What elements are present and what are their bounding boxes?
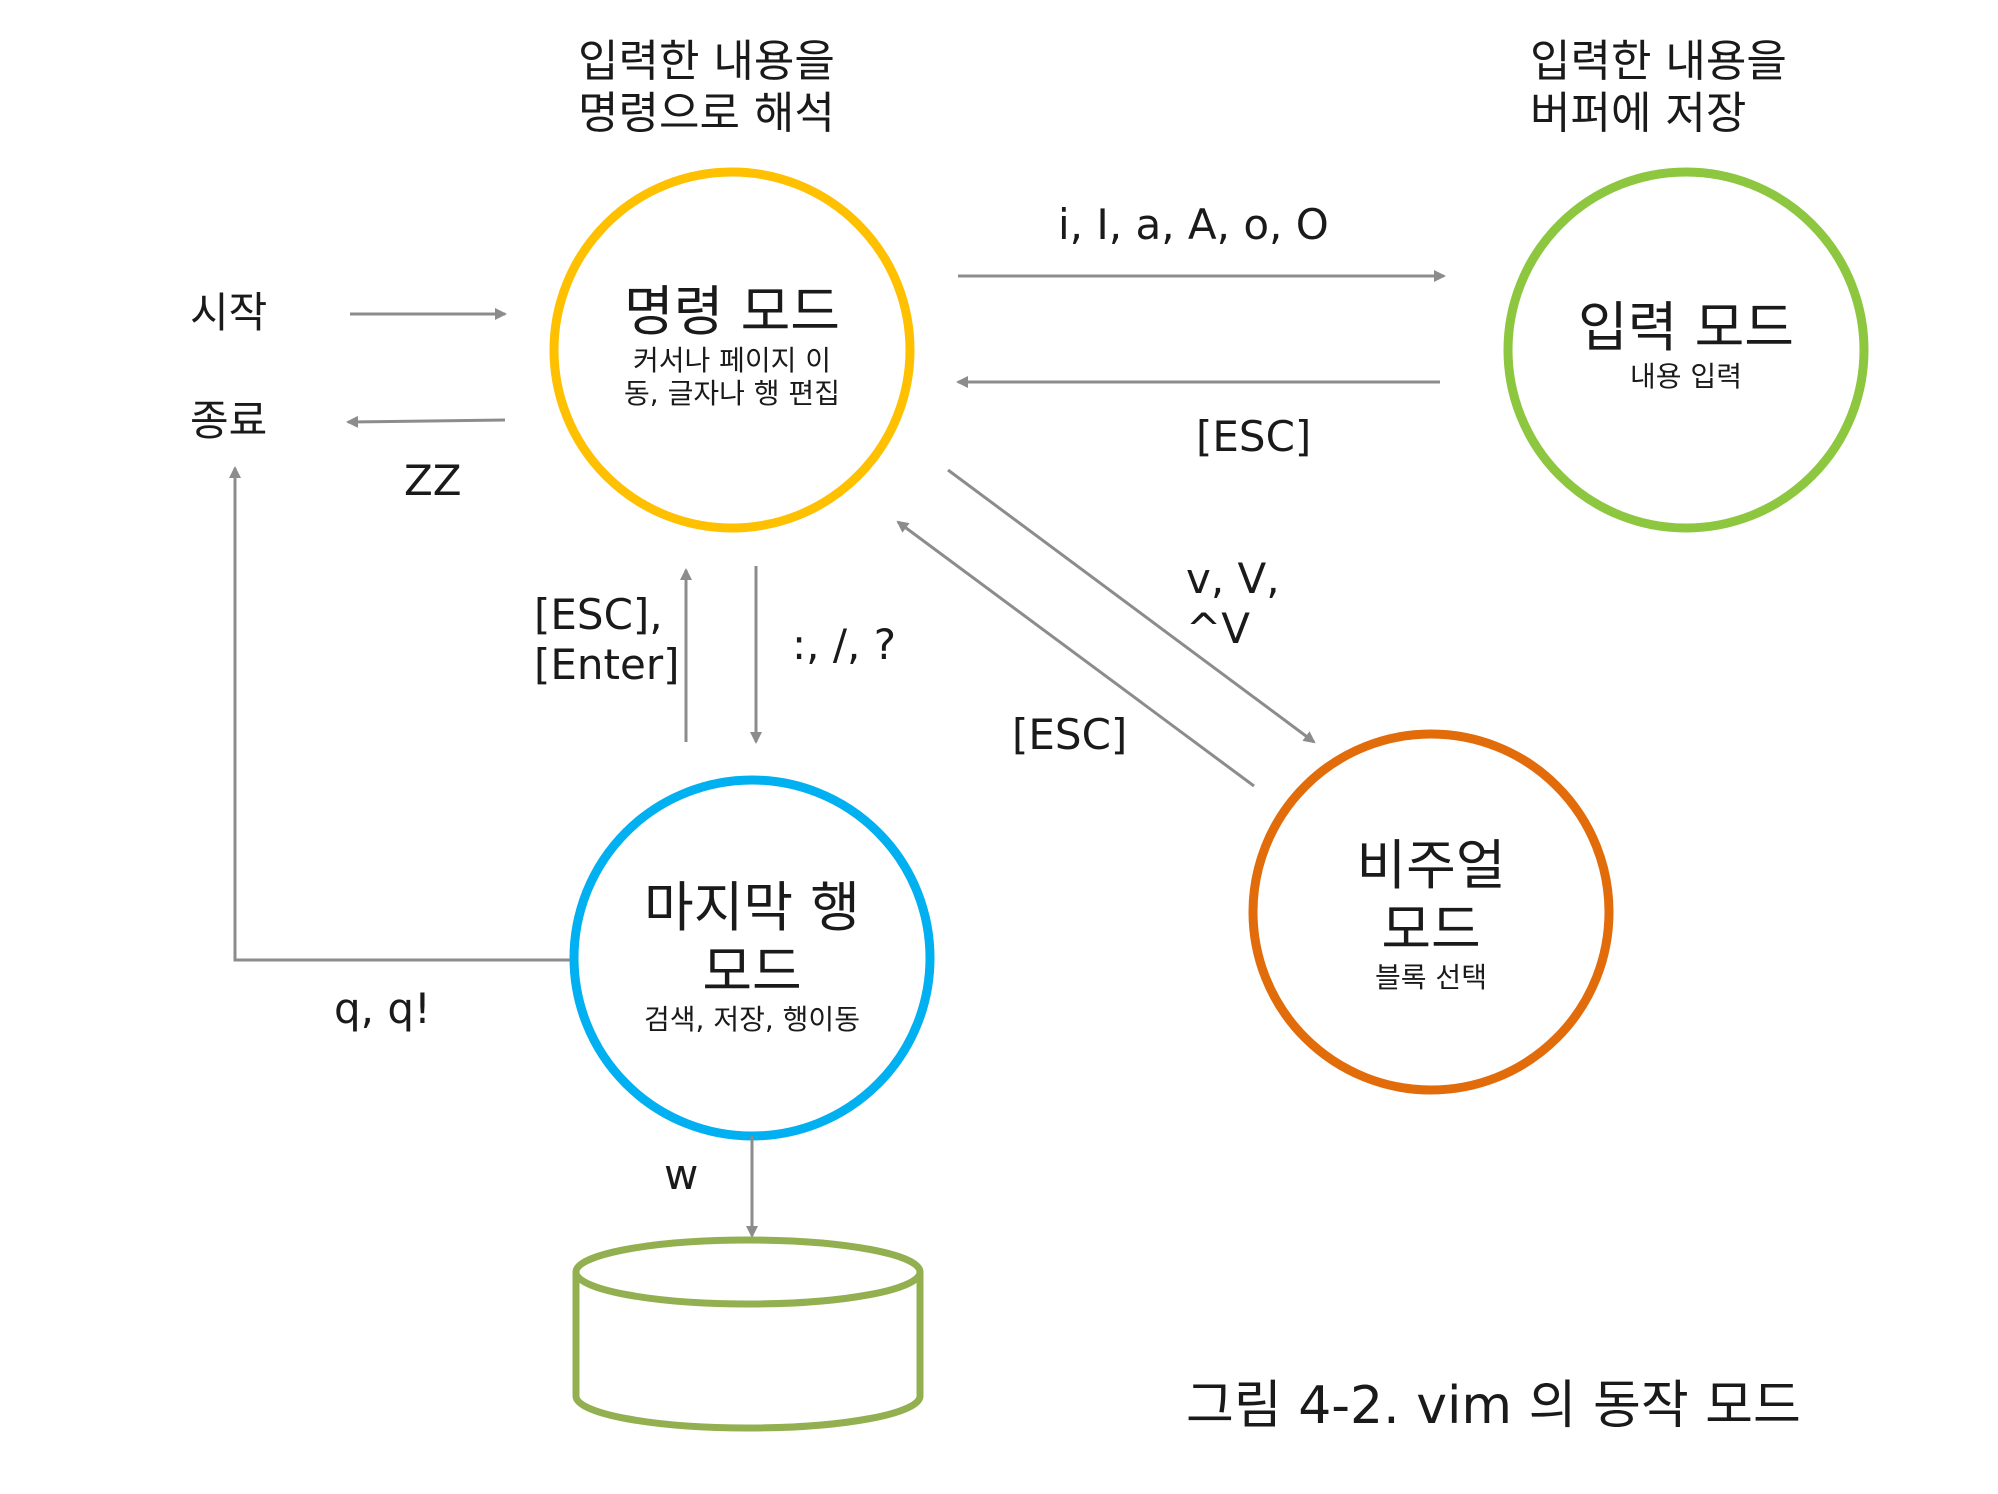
end-label: 종료 <box>190 396 268 445</box>
insert-mode-desc: 내용 입력 <box>1630 359 1742 393</box>
visual-esc-label: [ESC] <box>1012 710 1128 759</box>
insert-mode-title: 입력 모드 <box>1578 296 1794 359</box>
write-key-label: w <box>664 1150 699 1199</box>
visual-mode-title-line2: 모드 <box>1381 897 1481 961</box>
to-lastline-keys-label: :, /, ? <box>792 620 896 669</box>
visual-mode-desc: 블록 선택 <box>1375 961 1487 995</box>
figure-caption: 그림 4-2. vim 의 동작 모드 <box>1186 1376 1801 1436</box>
visual-mode-title-line1: 비주얼 <box>1356 834 1506 897</box>
to-visual-keys-line2: ^V <box>1186 603 1250 653</box>
insert-mode-note-line2: 버퍼에 저장 <box>1530 87 1747 139</box>
insert-mode-note-line1: 입력한 내용을 <box>1530 36 1787 87</box>
command-mode-desc-line2: 동, 글자나 행 편집 <box>624 376 840 410</box>
command-mode-note-line1: 입력한 내용을 <box>578 36 835 87</box>
visual-mode-text: 비주얼 모드 블록 선택 <box>1291 834 1571 994</box>
command-mode-text: 명령 모드 커서나 페이지 이 동, 글자나 행 편집 <box>592 280 872 410</box>
lastline-mode-title-line1: 마지막 행 <box>644 876 860 939</box>
command-mode-circle <box>549 167 915 533</box>
to-insert-keys-label: i, I, a, A, o, O <box>1058 200 1329 249</box>
insert-mode-note: 입력한 내용을 버퍼에 저장 <box>1530 36 1787 140</box>
command-mode-desc-line1: 커서나 페이지 이 <box>632 343 832 377</box>
arrow-visual-to-command <box>896 520 1255 788</box>
command-mode-note: 입력한 내용을 명령으로 해석 <box>578 36 835 140</box>
esc-enter-label-line1: [ESC], <box>534 590 663 639</box>
to-visual-keys-label: v, V, ^V <box>1186 554 1280 653</box>
start-label: 시작 <box>190 288 268 337</box>
insert-mode-circle <box>1503 167 1869 533</box>
esc-enter-label: [ESC], [Enter] <box>534 590 680 689</box>
quit-keys-label: q, q! <box>334 984 431 1033</box>
arrow-lastline-to-end <box>229 466 570 962</box>
esc-enter-label-line2: [Enter] <box>534 639 680 689</box>
insert-mode-text: 입력 모드 내용 입력 <box>1546 296 1826 393</box>
to-visual-keys-line1: v, V, <box>1186 554 1280 603</box>
zz-label: ZZ <box>404 456 462 505</box>
insert-esc-label: [ESC] <box>1196 412 1312 461</box>
visual-mode-circle <box>1248 729 1614 1095</box>
command-mode-title: 명령 모드 <box>624 280 840 343</box>
lastline-mode-title-line2: 모드 <box>702 939 802 1003</box>
command-mode-note-line2: 명령으로 해석 <box>578 87 835 139</box>
storage-cylinder-icon <box>572 1236 924 1432</box>
arrow-command-to-end <box>346 415 506 428</box>
arrow-command-to-visual <box>947 468 1316 744</box>
lastline-mode-text: 마지막 행 모드 검색, 저장, 행이동 <box>612 876 892 1036</box>
lastline-mode-desc: 검색, 저장, 행이동 <box>644 1003 860 1037</box>
